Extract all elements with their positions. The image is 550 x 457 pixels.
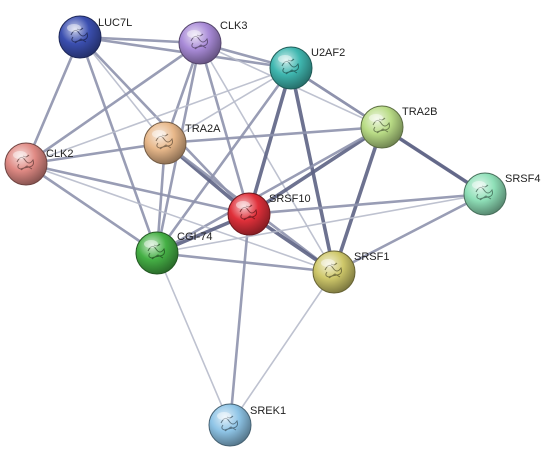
edge-clk2-srsf1 bbox=[25, 163, 335, 273]
edge-u2af2-tra2a bbox=[164, 67, 292, 144]
edge-clk3-clk2 bbox=[24, 41, 202, 166]
edge-srsf10-srek1 bbox=[228, 212, 251, 427]
node-highlight bbox=[187, 30, 201, 38]
node-label-cgi-74: CGI-74 bbox=[177, 231, 212, 243]
protein-structure-icon bbox=[281, 58, 299, 75]
node-tra2a[interactable]: TRA2A bbox=[143, 121, 221, 165]
edge-cgi-74-srsf1 bbox=[155, 251, 336, 274]
node-sphere[interactable] bbox=[312, 250, 356, 294]
edge-u2af2-srsf10 bbox=[247, 66, 293, 216]
node-luc7l[interactable]: LUC7L bbox=[58, 15, 132, 59]
edge-clk2-srsf10 bbox=[24, 162, 251, 216]
node-sphere[interactable] bbox=[463, 172, 507, 216]
edge-u2af2-cgi-74 bbox=[155, 66, 293, 255]
node-clk3[interactable]: CLK3 bbox=[178, 20, 248, 65]
node-tra2b[interactable]: TRA2B bbox=[360, 105, 437, 149]
node-highlight bbox=[236, 201, 250, 209]
node-label-srsf10: SRSF10 bbox=[269, 193, 311, 205]
node-highlight bbox=[321, 259, 335, 267]
protein-structure-icon bbox=[155, 133, 173, 150]
protein-structure-icon bbox=[70, 27, 88, 44]
edge-clk3-srsf10 bbox=[198, 41, 251, 216]
node-highlight bbox=[144, 240, 158, 248]
node-srsf1[interactable]: SRSF1 bbox=[312, 250, 389, 294]
edge-srsf10-srsf4 bbox=[247, 192, 487, 216]
edge-tra2b-tra2a bbox=[163, 125, 384, 145]
node-label-clk3: CLK3 bbox=[220, 20, 248, 32]
protein-structure-icon bbox=[239, 204, 257, 221]
protein-structure-icon bbox=[190, 33, 208, 50]
edge-tra2b-srsf10 bbox=[247, 125, 384, 216]
node-sphere[interactable] bbox=[143, 121, 187, 165]
node-label-srek1: SREK1 bbox=[250, 405, 286, 417]
edge-srsf4-cgi-74 bbox=[156, 193, 486, 254]
protein-structure-icon bbox=[324, 262, 342, 279]
protein-structure-icon bbox=[475, 184, 493, 201]
node-highlight bbox=[369, 114, 383, 122]
node-srsf4[interactable]: SRSF4 bbox=[463, 172, 540, 216]
node-label-clk2: CLK2 bbox=[46, 148, 74, 160]
node-label-srsf4: SRSF4 bbox=[505, 173, 540, 185]
edge-clk2-cgi-74 bbox=[24, 162, 159, 255]
edge-tra2b-cgi-74 bbox=[155, 125, 384, 255]
edge-luc7l-tra2a bbox=[79, 36, 166, 144]
edge-srsf1-srek1 bbox=[229, 271, 335, 426]
edge-cgi-74-srek1 bbox=[156, 252, 231, 426]
node-label-luc7l: LUC7L bbox=[98, 17, 132, 29]
protein-structure-icon bbox=[372, 117, 390, 134]
edge-srsf4-srsf1 bbox=[332, 192, 487, 274]
protein-structure-icon bbox=[220, 415, 238, 432]
edge-u2af2-clk2 bbox=[25, 67, 292, 165]
node-sphere[interactable] bbox=[4, 142, 48, 186]
node-highlight bbox=[472, 181, 486, 189]
node-u2af2[interactable]: U2AF2 bbox=[269, 46, 345, 90]
node-highlight bbox=[13, 151, 27, 159]
node-label-srsf1: SRSF1 bbox=[354, 251, 389, 263]
node-label-tra2b: TRA2B bbox=[402, 106, 437, 118]
node-clk2[interactable]: CLK2 bbox=[4, 142, 74, 186]
node-highlight bbox=[217, 412, 231, 420]
node-sphere[interactable] bbox=[360, 105, 404, 149]
node-label-tra2a: TRA2A bbox=[185, 123, 221, 135]
edge-u2af2-srsf1 bbox=[289, 66, 336, 274]
node-sphere[interactable] bbox=[178, 21, 222, 65]
node-sphere[interactable] bbox=[208, 403, 252, 447]
edge-luc7l-clk2 bbox=[24, 35, 82, 166]
protein-structure-icon bbox=[16, 154, 34, 171]
protein-structure-icon bbox=[147, 243, 165, 260]
node-highlight bbox=[67, 24, 81, 32]
edge-tra2b-srsf1 bbox=[332, 125, 384, 274]
node-sphere[interactable] bbox=[227, 192, 271, 236]
node-label-u2af2: U2AF2 bbox=[311, 47, 345, 59]
node-sphere[interactable] bbox=[58, 15, 102, 59]
node-sphere[interactable] bbox=[135, 231, 179, 275]
node-srsf10[interactable]: SRSF10 bbox=[227, 192, 311, 236]
node-sphere[interactable] bbox=[269, 46, 313, 90]
node-highlight bbox=[152, 130, 166, 138]
edge-luc7l-cgi-74 bbox=[78, 35, 159, 255]
edge-tra2a-clk2 bbox=[24, 141, 167, 166]
node-cgi-74[interactable]: CGI-74 bbox=[135, 231, 212, 275]
node-highlight bbox=[278, 55, 292, 63]
node-srek1[interactable]: SREK1 bbox=[208, 403, 286, 447]
